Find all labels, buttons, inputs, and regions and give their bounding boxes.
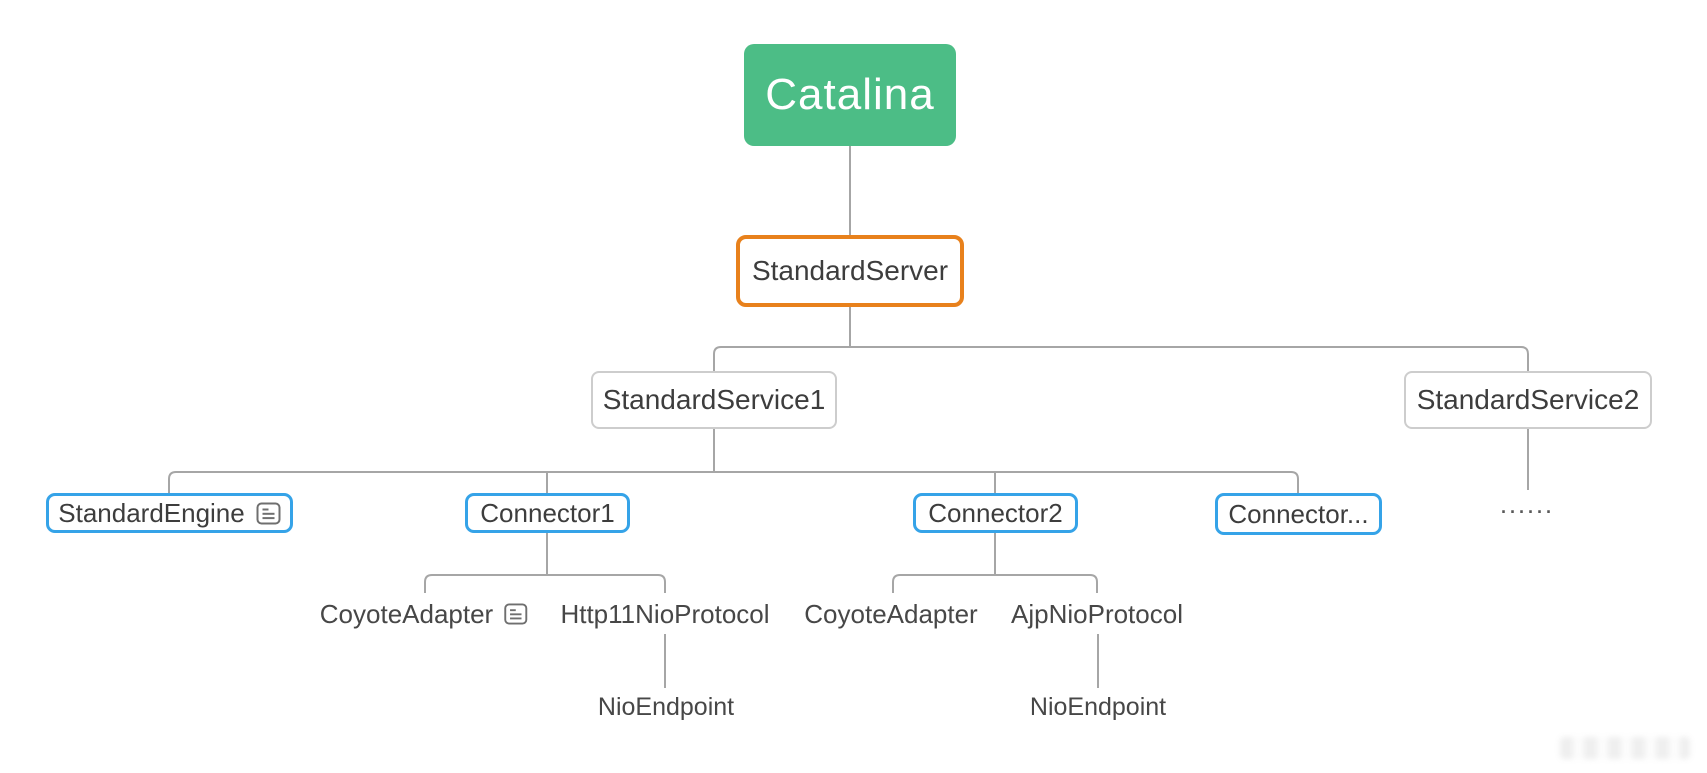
node-connector2[interactable]: Connector2 — [913, 493, 1078, 533]
node-connector1[interactable]: Connector1 — [465, 493, 630, 533]
node-standard-service1-label: StandardService1 — [602, 384, 826, 415]
node-standard-engine[interactable]: StandardEngine — [46, 493, 293, 533]
node-standard-service1[interactable]: StandardService1 — [591, 371, 837, 429]
node-coyote-adapter-2-label: CoyoteAdapter — [804, 598, 978, 629]
node-standard-service2-label: StandardService2 — [1416, 384, 1640, 415]
node-http11-nio-protocol-label: Http11NioProtocol — [560, 598, 770, 629]
node-connector-more[interactable]: Connector... — [1215, 493, 1382, 535]
node-nio-endpoint-1[interactable]: NioEndpoint — [598, 693, 734, 721]
node-standard-engine-label: StandardEngine — [58, 497, 245, 528]
node-standard-server-label: StandardServer — [751, 255, 949, 286]
node-catalina-label: Catalina — [765, 70, 935, 119]
note-icon — [256, 502, 281, 525]
node-http11-nio-protocol[interactable]: Http11NioProtocol — [560, 598, 769, 630]
node-coyote-adapter-2[interactable]: CoyoteAdapter — [804, 598, 977, 630]
node-coyote-adapter-1[interactable]: CoyoteAdapter — [320, 598, 528, 630]
node-catalina[interactable]: Catalina — [744, 44, 956, 146]
node-nio-endpoint-1-label: NioEndpoint — [597, 692, 735, 721]
node-standard-server[interactable]: StandardServer — [736, 235, 964, 307]
node-service2-ellipsis[interactable]: ······ — [1501, 500, 1555, 524]
node-nio-endpoint-2-label: NioEndpoint — [1029, 692, 1167, 721]
note-icon — [504, 603, 528, 625]
watermark — [1560, 737, 1690, 759]
node-standard-service2[interactable]: StandardService2 — [1404, 371, 1652, 429]
node-ajp-nio-protocol[interactable]: AjpNioProtocol — [1011, 598, 1183, 630]
node-connector1-label: Connector1 — [480, 497, 615, 528]
node-coyote-adapter-1-label: CoyoteAdapter — [319, 598, 494, 629]
node-nio-endpoint-2[interactable]: NioEndpoint — [1030, 693, 1166, 721]
node-connector2-label: Connector2 — [928, 497, 1063, 528]
node-ajp-nio-protocol-label: AjpNioProtocol — [1011, 598, 1183, 629]
node-connector-more-label: Connector... — [1228, 498, 1369, 529]
node-service2-ellipsis-label: ······ — [1501, 501, 1555, 522]
